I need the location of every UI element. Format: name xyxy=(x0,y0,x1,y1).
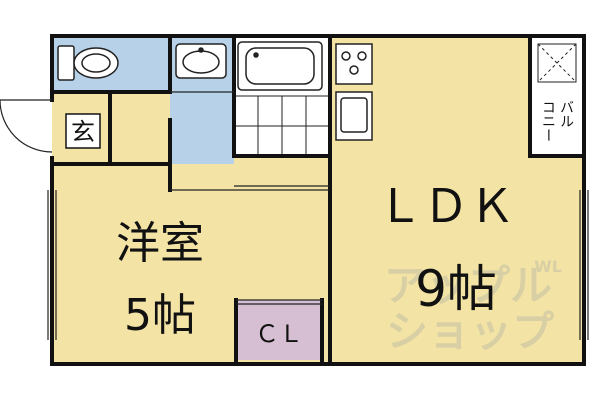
closet-floor xyxy=(236,300,322,360)
entrance-label: 玄 xyxy=(71,118,95,146)
ldk-floor-lower xyxy=(530,156,584,364)
balcony-hatch-icon xyxy=(537,43,577,83)
toilet-icon xyxy=(57,45,119,81)
watermark: アップル ショップ WL xyxy=(384,257,562,356)
balcony-label-col2: コニー xyxy=(540,100,556,142)
corridor-floor xyxy=(234,156,330,192)
balcony-label-col1: バル xyxy=(558,100,574,128)
washbasin-icon xyxy=(175,43,227,79)
bathtub-icon xyxy=(237,41,323,91)
closet-label: ＣＬ xyxy=(255,320,303,348)
western-room-name: 洋室 xyxy=(116,218,204,269)
kitchen-sink-icon xyxy=(335,91,373,141)
western-room-size: 5帖 xyxy=(124,290,196,341)
door-lines xyxy=(47,91,589,340)
ldk-floor xyxy=(330,36,530,364)
watermark-line2: ショップ xyxy=(386,307,554,356)
entrance-label-box xyxy=(65,113,101,149)
ldk-size: 9帖 xyxy=(415,260,497,318)
watermark-line1: アップル xyxy=(384,261,552,310)
walls xyxy=(50,34,586,366)
entrance-door-swing xyxy=(0,99,53,153)
ldk-name: ＬＤＫ xyxy=(377,179,515,233)
watermark-badge: WL xyxy=(534,257,562,276)
balcony-area xyxy=(530,36,584,156)
bathroom-tiles xyxy=(234,95,330,156)
stove-icon xyxy=(335,43,373,85)
